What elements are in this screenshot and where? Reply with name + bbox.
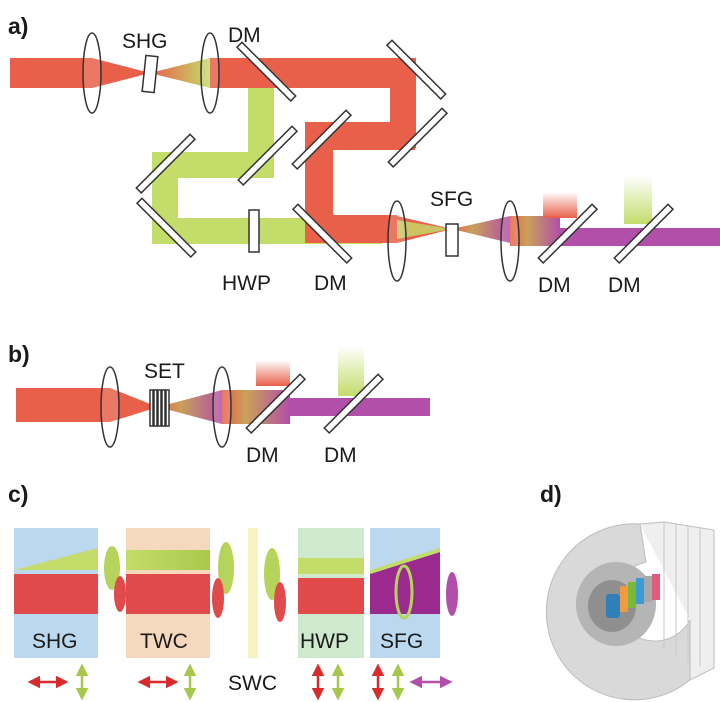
lens-2	[200, 32, 220, 114]
lens-3	[387, 200, 407, 282]
label-dm-out2: DM	[608, 274, 641, 297]
label-sfg-a: SFG	[430, 188, 473, 211]
panel-d-label: d)	[540, 481, 562, 507]
set-conversion-cone	[158, 390, 222, 424]
swc-element: SWC	[228, 528, 286, 695]
shg-conversion-cone	[150, 58, 210, 88]
label-sfg-c: SFG	[380, 630, 423, 653]
label-dm-top: DM	[228, 24, 261, 47]
sfg-output-cone	[452, 216, 510, 243]
label-set: SET	[144, 360, 185, 383]
label-shg-c: SHG	[32, 630, 78, 653]
panel-b-label: b)	[8, 341, 30, 367]
sfg-crystal	[445, 223, 459, 257]
residual-green-b	[338, 346, 364, 396]
red-beam-path	[10, 58, 416, 243]
dm-b2	[323, 373, 385, 435]
lens-b2	[212, 366, 232, 448]
label-dm-b1: DM	[246, 444, 279, 467]
dm-b1	[245, 373, 307, 435]
label-hwp-c: HWP	[300, 630, 349, 653]
panel-b: b) SET DM DM	[8, 341, 430, 467]
shg-crystal	[141, 54, 159, 94]
residual-red-b	[256, 360, 290, 386]
mirrors-a	[135, 39, 675, 265]
label-hwp-a: HWP	[222, 272, 271, 295]
panel-c-label: c)	[8, 481, 28, 507]
label-dm-bottom: DM	[314, 272, 347, 295]
polarization-arrows	[27, 663, 453, 701]
hwp-element: HWP	[298, 528, 364, 658]
residual-green-beam	[624, 176, 652, 224]
panel-a: a)	[8, 13, 720, 297]
cylindrical-mount	[545, 521, 715, 701]
lens-1	[82, 32, 102, 114]
label-twc: TWC	[140, 630, 188, 653]
label-dm-b2: DM	[324, 444, 357, 467]
panel-d: d)	[540, 481, 715, 701]
label-dm-out1: DM	[538, 274, 571, 297]
sfg-element: SFG	[370, 528, 458, 658]
input-beam-b	[16, 388, 158, 422]
lens-b1	[100, 366, 120, 448]
lens-4	[500, 200, 520, 282]
hwp-plate	[248, 209, 260, 253]
panel-c: c) SHG TWC SWC	[8, 481, 458, 701]
label-shg-a: SHG	[122, 30, 168, 53]
residual-red-beam	[543, 192, 577, 218]
label-swc: SWC	[228, 672, 277, 695]
shg-element: SHG	[14, 528, 126, 658]
output-beam-b	[290, 398, 430, 416]
set-stack	[149, 389, 170, 427]
twc-element: TWC	[126, 528, 234, 658]
panel-a-label: a)	[8, 13, 28, 39]
